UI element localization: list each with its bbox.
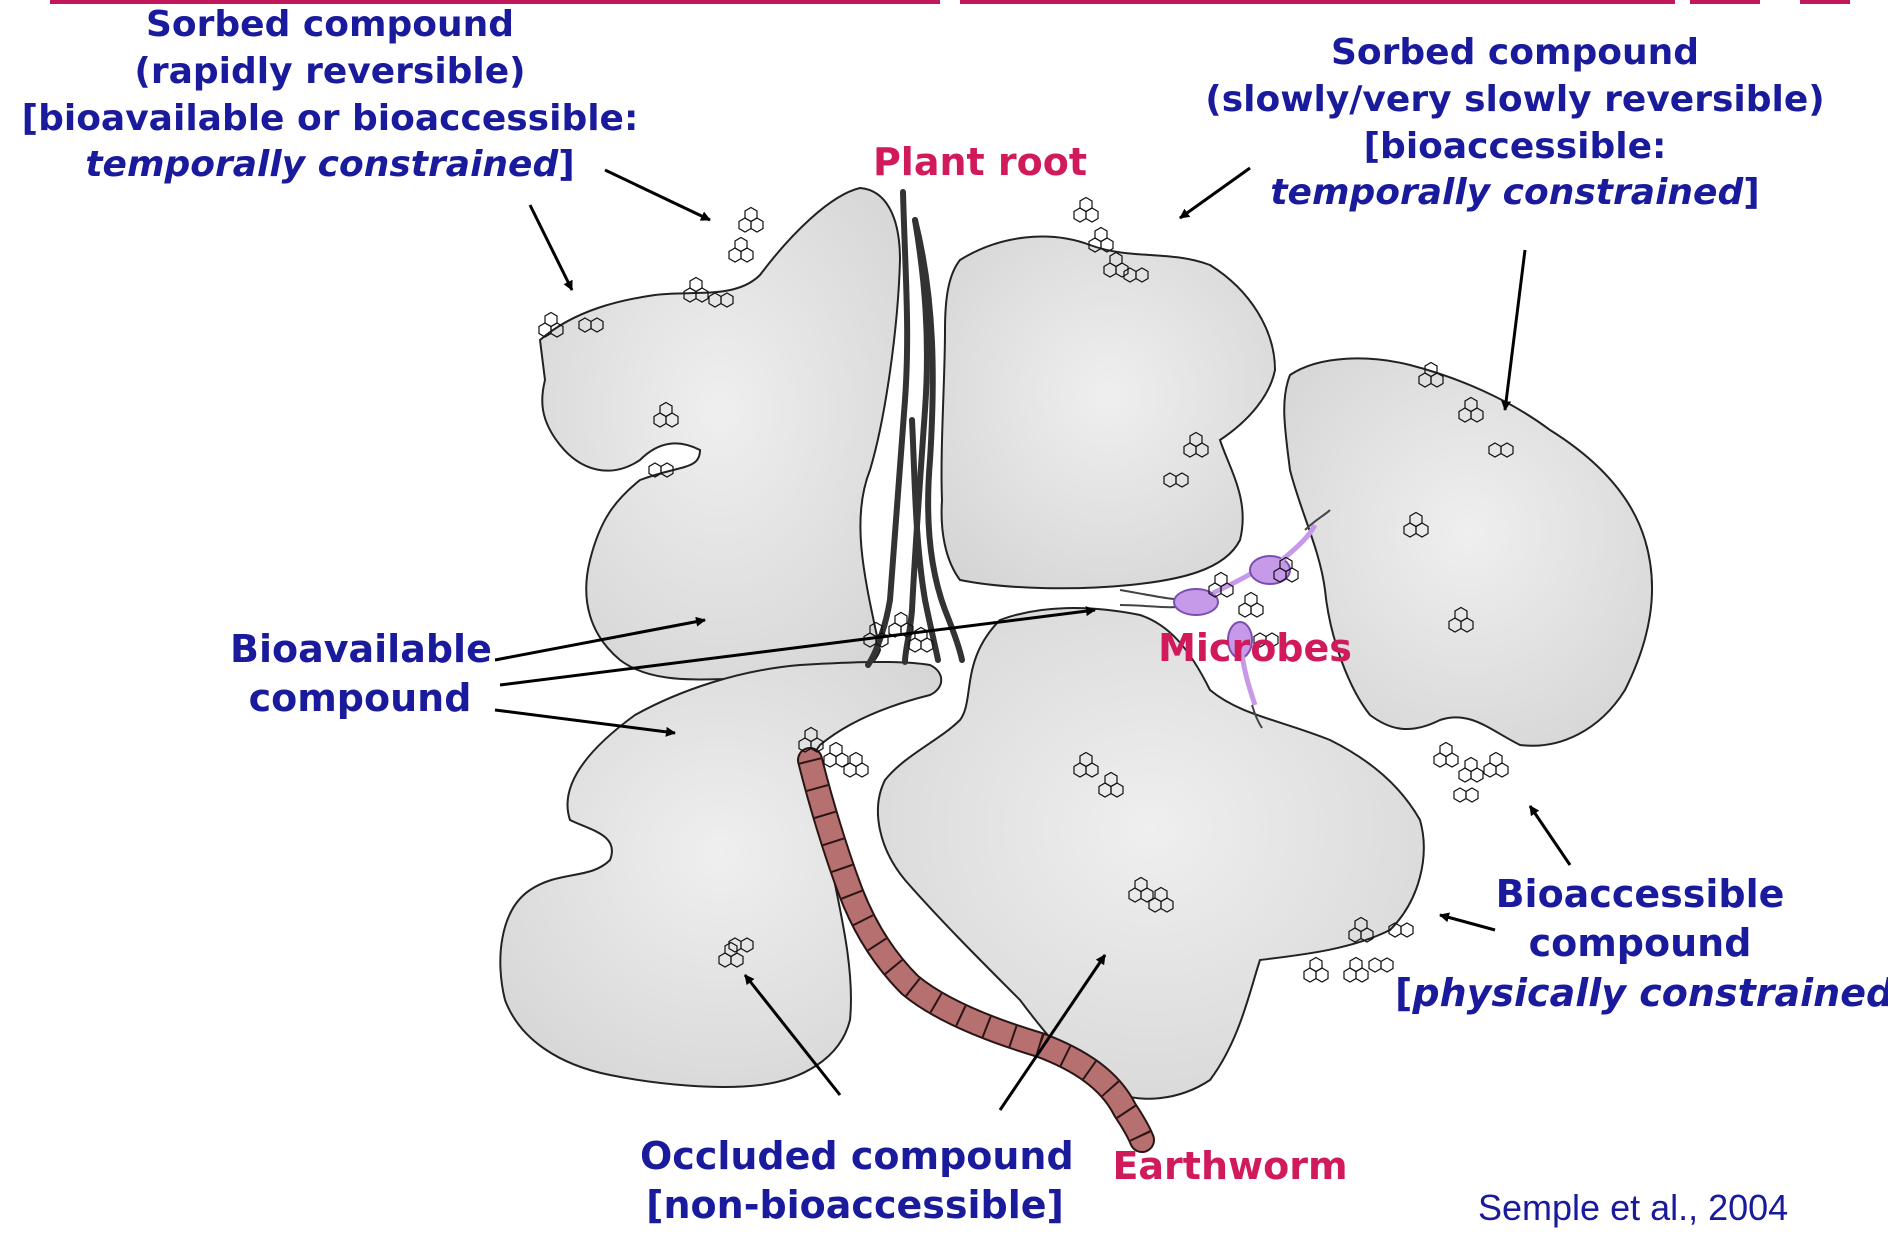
label-line: Sorbed compound — [10, 2, 650, 49]
label-italic: temporally constrained — [85, 144, 558, 185]
label-italic: temporally constrained — [1270, 172, 1743, 213]
label-sorbed-rapid: Sorbed compound (rapidly reversible) [bi… — [10, 2, 650, 189]
soil-aggregate-upper-middle — [942, 237, 1275, 589]
soil-aggregate-upper-left — [540, 188, 900, 682]
label-line: temporally constrained] — [10, 142, 650, 189]
label-line: [non-bioaccessible] — [640, 1181, 1070, 1230]
label-line: compound — [230, 674, 490, 723]
label-line: [bioavailable or bioaccessible: — [10, 96, 650, 143]
label-earthworm: Earthworm — [1105, 1142, 1355, 1191]
label-bracket: ] — [1743, 172, 1759, 213]
label-line: Occluded compound — [640, 1132, 1070, 1181]
label-line: (rapidly reversible) — [10, 49, 650, 96]
label-line: compound — [1395, 919, 1885, 968]
label-sorbed-slow: Sorbed compound (slowly/very slowly reve… — [1185, 30, 1845, 217]
label-occluded: Occluded compound [non-bioaccessible] — [640, 1132, 1070, 1231]
label-plant-root: Plant root — [865, 138, 1095, 187]
soil-aggregate-right — [1284, 358, 1652, 745]
label-bioaccessible: Bioaccessible compound [physically const… — [1395, 870, 1885, 1018]
label-line: temporally constrained] — [1185, 170, 1845, 217]
label-line: Bioaccessible — [1395, 870, 1885, 919]
citation: Semple et al., 2004 — [1478, 1187, 1788, 1229]
soil-aggregate-lower-left — [500, 662, 941, 1087]
label-italic: physically constrained — [1412, 971, 1888, 1015]
label-bioavailable: Bioavailable compound — [230, 625, 490, 724]
label-bracket: ] — [558, 144, 574, 185]
label-line: [bioaccessible: — [1185, 124, 1845, 171]
label-microbes: Microbes — [1150, 624, 1360, 673]
label-bracket: [ — [1395, 971, 1412, 1015]
label-line: (slowly/very slowly reversible) — [1185, 77, 1845, 124]
label-line: Bioavailable — [230, 625, 490, 674]
label-line: [physically constrained] — [1395, 969, 1885, 1018]
label-line: Sorbed compound — [1185, 30, 1845, 77]
